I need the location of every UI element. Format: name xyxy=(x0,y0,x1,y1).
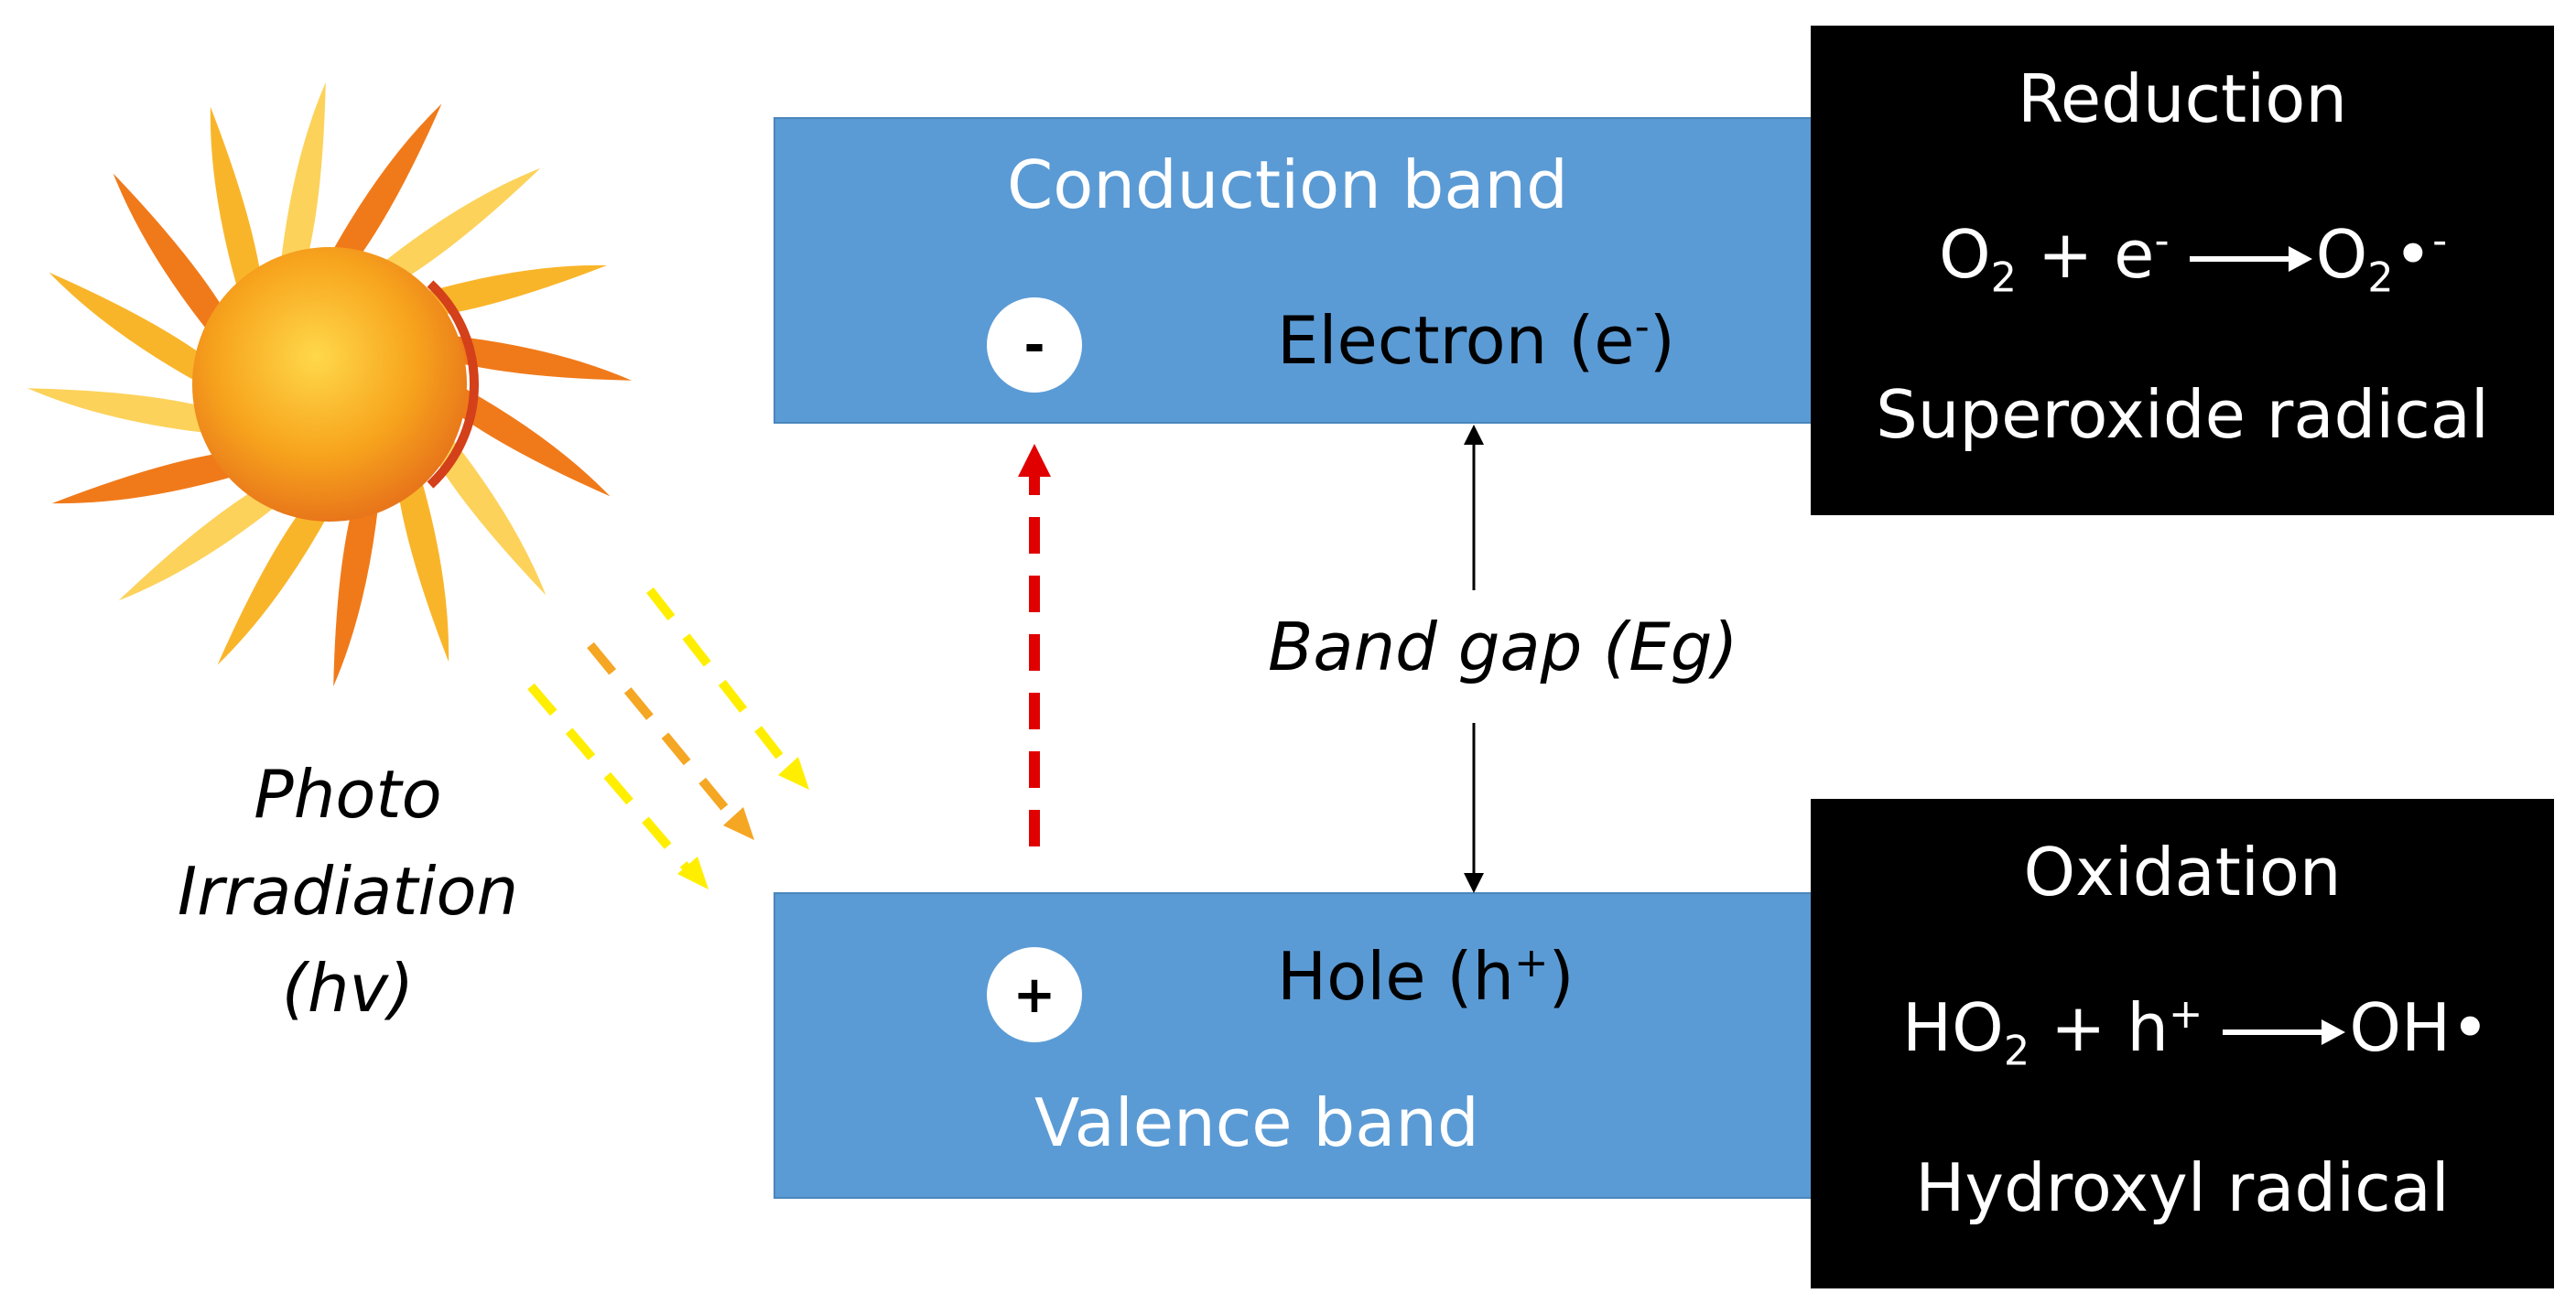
sun-ray xyxy=(49,272,205,384)
sun-ray xyxy=(454,384,611,497)
oxidation-title: Oxidation xyxy=(2023,834,2342,911)
electron-charge-icon: - xyxy=(987,297,1082,393)
sun-ray xyxy=(51,453,239,504)
oxidation-equation: HO2 + h+OH• xyxy=(1902,989,2490,1075)
conduction-band-title: Conduction band xyxy=(1007,146,1568,223)
band-gap-label: Band gap (Eg) xyxy=(1268,609,1738,685)
light-ray-arrows xyxy=(527,587,809,889)
hole-label: Hole (h+) xyxy=(1277,938,1575,1015)
conduction-band xyxy=(774,117,1826,424)
reduction-equation: O2 + e-O2•- xyxy=(1939,216,2448,302)
sun-ray xyxy=(210,106,261,294)
electron-label: Electron (e-) xyxy=(1277,302,1675,379)
sun-ray xyxy=(378,167,541,280)
hole-charge-icon: + xyxy=(987,947,1082,1042)
sun-ray xyxy=(448,335,632,381)
superoxide-radical-label: Superoxide radical xyxy=(1876,376,2489,453)
reduction-title: Reduction xyxy=(2018,60,2347,137)
sun-ray xyxy=(330,103,442,260)
sun-ray xyxy=(113,173,225,336)
reaction-arrow-icon xyxy=(2223,1019,2346,1046)
sun-icon xyxy=(27,82,632,686)
sun-ray xyxy=(398,475,449,663)
oxidation-panel: Oxidation HO2 + h+OH• Hydroxyl radical xyxy=(1811,799,2554,1288)
sun-ray xyxy=(280,82,326,266)
excitation-arrow xyxy=(1018,444,1051,846)
band-gap-arrow xyxy=(1464,425,1484,893)
sun-ray xyxy=(27,388,211,434)
sun-ray xyxy=(118,489,281,601)
sun-ray xyxy=(217,509,330,665)
sun-ray xyxy=(434,433,547,596)
reaction-arrow-icon xyxy=(2189,246,2312,273)
valence-band xyxy=(774,892,1826,1199)
reduction-panel: Reduction O2 + e-O2•- Superoxide radical xyxy=(1811,26,2554,515)
valence-band-title: Valence band xyxy=(1034,1084,1479,1161)
sun-ray xyxy=(333,502,379,686)
hydroxyl-radical-label: Hydroxyl radical xyxy=(1915,1149,2450,1226)
sun-ray xyxy=(420,264,608,316)
photo-irradiation-label: Photo Irradiation (hv) xyxy=(177,756,519,1027)
